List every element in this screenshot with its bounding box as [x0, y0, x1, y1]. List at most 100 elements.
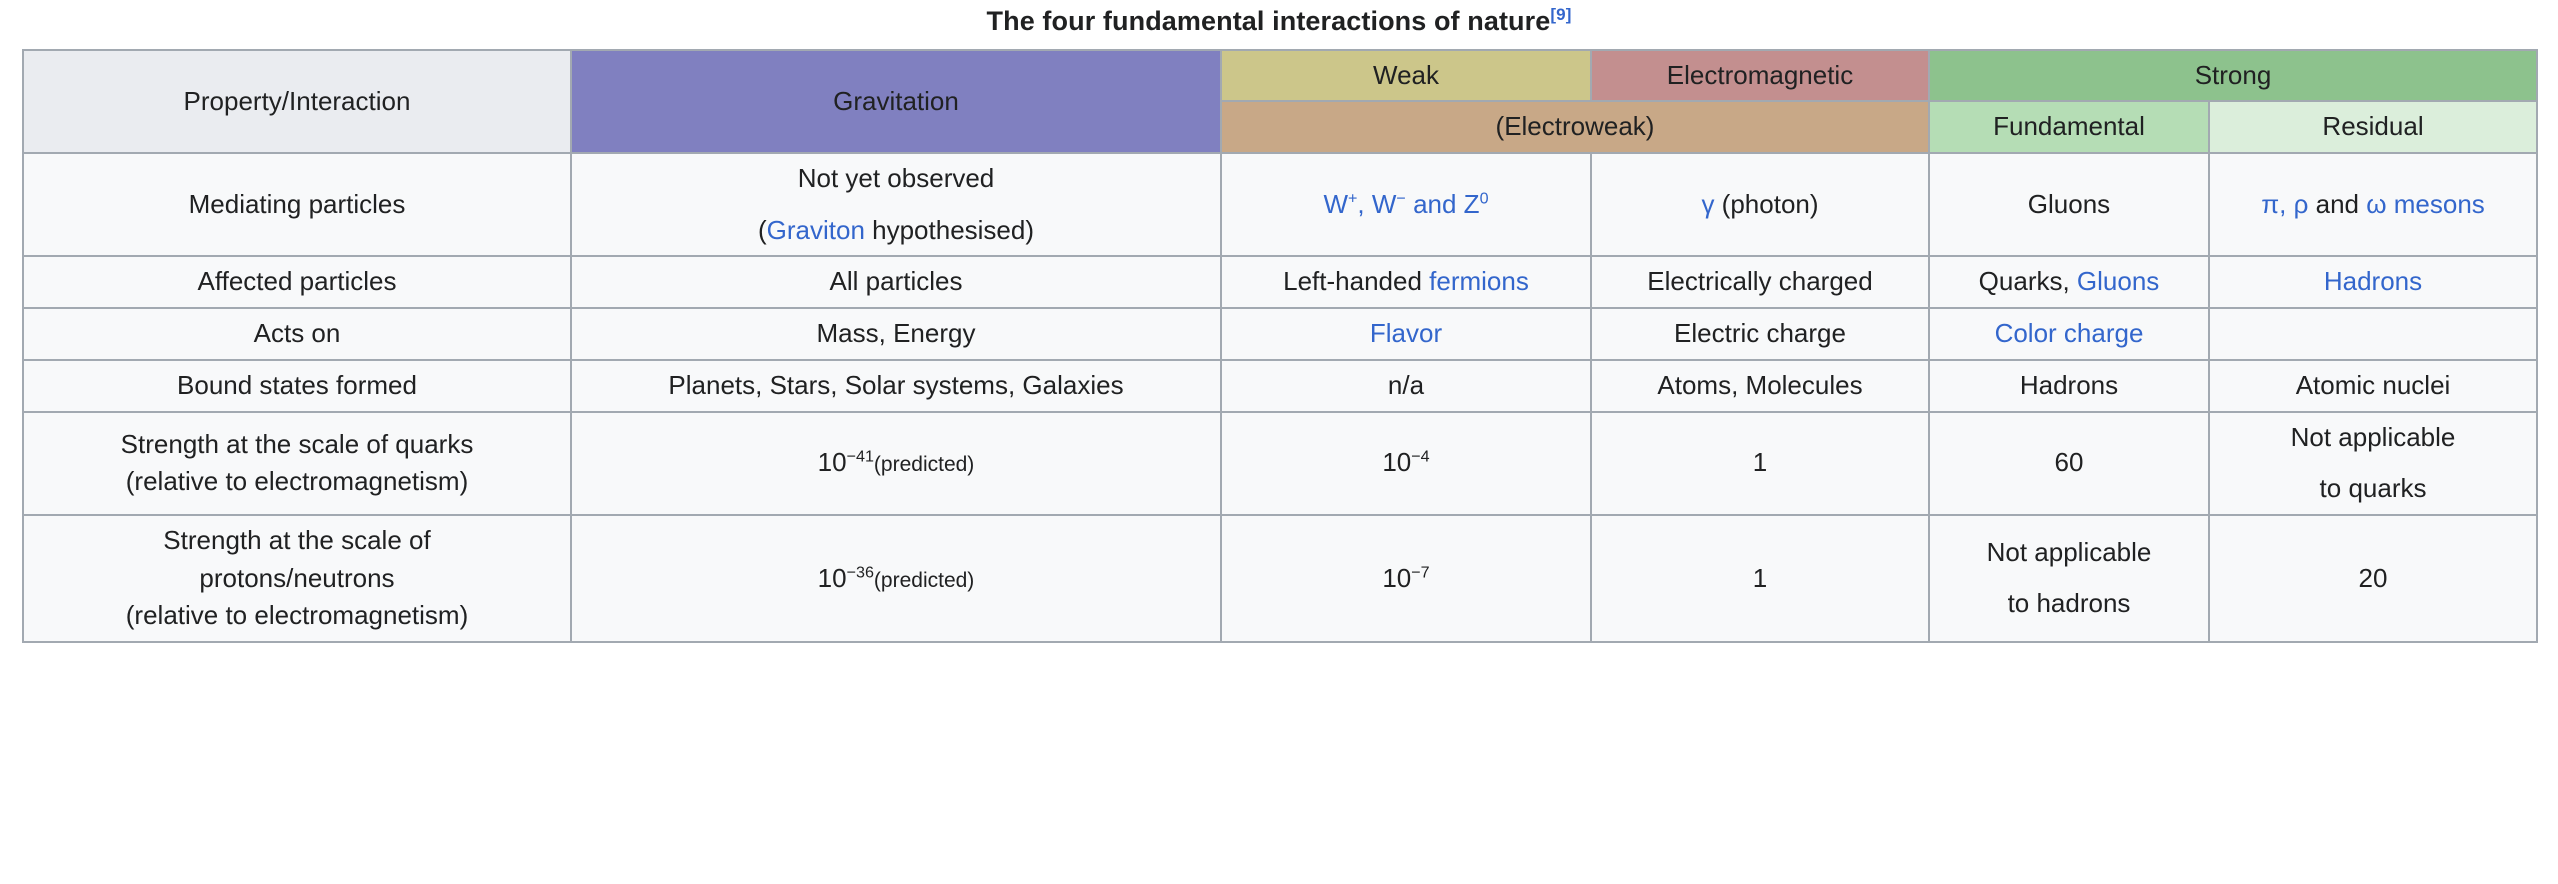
graviton-link[interactable]: Graviton: [766, 214, 865, 245]
header-fundamental: Fundamental: [1928, 100, 2210, 155]
fermions-link[interactable]: fermions: [1429, 266, 1529, 297]
strength-quarks-label-line1: Strength at the scale of quarks: [120, 428, 474, 459]
strength-protons-label-line2: protons/neutrons: [199, 562, 395, 593]
cell-strength-protons-electromagnetic: 1: [1590, 513, 1930, 643]
cell-acts-on-fundamental: Color charge: [1928, 307, 2210, 361]
row-label-acts-on: Acts on: [22, 307, 572, 361]
cell-strength-protons-residual: 20: [2207, 513, 2539, 643]
weak-protons-base: 10: [1382, 562, 1412, 593]
cell-affected-weak: Left-handed fermions: [1220, 255, 1592, 310]
cell-mediating-weak: W+, W− and Z0: [1220, 152, 1592, 258]
mediating-gravitation-line1: Not yet observed: [797, 163, 995, 194]
cell-acts-on-electromagnetic: Electric charge: [1590, 307, 1930, 361]
grav-quarks-predicted-note: (predicted): [873, 453, 975, 477]
cell-acts-on-weak: Flavor: [1220, 307, 1592, 361]
grav-protons-exponent: −36: [846, 562, 874, 581]
cell-affected-electromagnetic: Electrically charged: [1590, 255, 1930, 310]
caption-text: The four fundamental interactions of nat…: [986, 6, 1551, 36]
grav-protons-base: 10: [817, 562, 847, 593]
spacer: [1940, 571, 2198, 585]
cell-strength-protons-weak: 10−7: [1220, 513, 1592, 643]
weak-protons-exponent: −7: [1411, 562, 1430, 581]
weak-and-text: and: [1405, 188, 1464, 219]
cell-bound-states-gravitation: Planets, Stars, Solar systems, Galaxies: [570, 358, 1222, 413]
cell-mediating-fundamental: Gluons: [1928, 152, 2210, 258]
weak-quarks-base: 10: [1382, 447, 1412, 478]
row-label-mediating-particles: Mediating particles: [22, 152, 572, 258]
w-minus-link[interactable]: W−: [1372, 189, 1406, 219]
hypothesised-text: hypothesised): [864, 214, 1035, 245]
paren-open: (: [757, 214, 767, 245]
fundamental-interactions-table: Property/Interaction Gravitation Weak El…: [22, 48, 2539, 643]
cell-affected-residual: Hadrons: [2207, 255, 2539, 310]
grav-protons-predicted-note: (predicted): [873, 568, 975, 592]
z-boson-link[interactable]: Z0: [1464, 189, 1489, 219]
cell-strength-quarks-gravitation: 10−41(predicted): [570, 410, 1222, 516]
z-superscript: 0: [1479, 189, 1489, 208]
mediating-gravitation-line2: (Graviton hypothesised): [582, 212, 1210, 250]
row-label-strength-protons: Strength at the scale of protons/neutron…: [22, 513, 572, 643]
pi-rho-meson-link[interactable]: π, ρ: [2261, 188, 2309, 219]
strength-quarks-residual-line2: to quarks: [2319, 473, 2427, 504]
caption-reference-link[interactable]: [9]: [1550, 5, 1572, 24]
omega-meson-link[interactable]: ω mesons: [2366, 188, 2485, 219]
cell-strength-quarks-residual: Not applicable to quarks: [2207, 410, 2539, 516]
cell-bound-states-weak: n/a: [1220, 358, 1592, 413]
cell-strength-protons-gravitation: 10−36(predicted): [570, 513, 1222, 643]
table-row-strength-quarks: Strength at the scale of quarks (relativ…: [22, 410, 2539, 516]
z-base: Z: [1463, 188, 1480, 219]
color-charge-link[interactable]: Color charge: [1994, 318, 2144, 349]
gluons-link[interactable]: Gluons: [2076, 266, 2160, 297]
strength-protons-fundamental-line1: Not applicable: [1986, 536, 2152, 567]
row-label-strength-quarks: Strength at the scale of quarks (relativ…: [22, 410, 572, 516]
residual-and-text: and: [2308, 188, 2367, 219]
cell-mediating-residual: π, ρ and ω mesons: [2207, 152, 2539, 258]
table-header-row-2: (Electroweak) Fundamental Residual: [23, 100, 2539, 155]
photon-gamma-link[interactable]: γ: [1701, 188, 1715, 219]
table-row-strength-protons: Strength at the scale of protons/neutron…: [22, 513, 2539, 643]
cell-strength-protons-fundamental: Not applicable to hadrons: [1928, 513, 2210, 643]
header-gravitation: Gravitation: [570, 48, 1222, 155]
left-handed-text: Left-handed: [1283, 266, 1430, 297]
cell-affected-gravitation: All particles: [570, 255, 1222, 310]
spacer: [2220, 456, 2526, 470]
spacer: [582, 198, 1210, 212]
weak-quarks-exponent: −4: [1411, 447, 1430, 466]
strength-protons-label-line3: (relative to electromagnetism): [125, 600, 469, 631]
grav-quarks-base: 10: [817, 447, 847, 478]
cell-acts-on-residual: [2207, 307, 2539, 361]
table-row-acts-on: Acts on Mass, Energy Flavor Electric cha…: [22, 307, 2539, 361]
w-plus-base: W: [1323, 188, 1348, 219]
cell-affected-fundamental: Quarks, Gluons: [1928, 255, 2210, 310]
row-label-bound-states: Bound states formed: [22, 358, 572, 413]
header-property-interaction: Property/Interaction: [22, 48, 572, 155]
header-electromagnetic: Electromagnetic: [1590, 48, 1930, 103]
cell-acts-on-gravitation: Mass, Energy: [570, 307, 1222, 361]
quarks-text: Quarks,: [1978, 266, 2077, 297]
w-plus-link[interactable]: W+: [1323, 189, 1357, 219]
header-residual: Residual: [2207, 100, 2539, 155]
w-plus-superscript: +: [1348, 189, 1358, 208]
strength-quarks-label-line2: (relative to electromagnetism): [125, 466, 469, 497]
cell-bound-states-residual: Atomic nuclei: [2207, 358, 2539, 413]
table-header-row-1: Property/Interaction Gravitation Weak El…: [22, 48, 2539, 155]
flavor-link[interactable]: Flavor: [1369, 318, 1443, 349]
cell-mediating-gravitation: Not yet observed (Graviton hypothesised): [570, 152, 1222, 258]
cell-bound-states-electromagnetic: Atoms, Molecules: [1590, 358, 1930, 413]
cell-bound-states-fundamental: Hadrons: [1928, 358, 2210, 413]
table-row-mediating-particles: Mediating particles Not yet observed (Gr…: [22, 152, 2539, 258]
hadrons-link[interactable]: Hadrons: [2323, 266, 2423, 297]
cell-mediating-electromagnetic: γ (photon): [1590, 152, 1930, 258]
cell-strength-quarks-fundamental: 60: [1928, 410, 2210, 516]
w-minus-superscript: −: [1396, 189, 1406, 208]
grav-quarks-exponent: −41: [846, 447, 874, 466]
header-weak: Weak: [1220, 48, 1592, 103]
w-minus-base: W: [1371, 188, 1397, 219]
table-row-bound-states: Bound states formed Planets, Stars, Sola…: [22, 358, 2539, 413]
strength-protons-fundamental-line2: to hadrons: [2007, 588, 2131, 619]
strength-protons-label-line1: Strength at the scale of: [163, 524, 431, 555]
strength-quarks-residual-line1: Not applicable: [2290, 421, 2456, 452]
photon-text: (photon): [1714, 188, 1819, 219]
header-strong: Strong: [1927, 48, 2539, 103]
